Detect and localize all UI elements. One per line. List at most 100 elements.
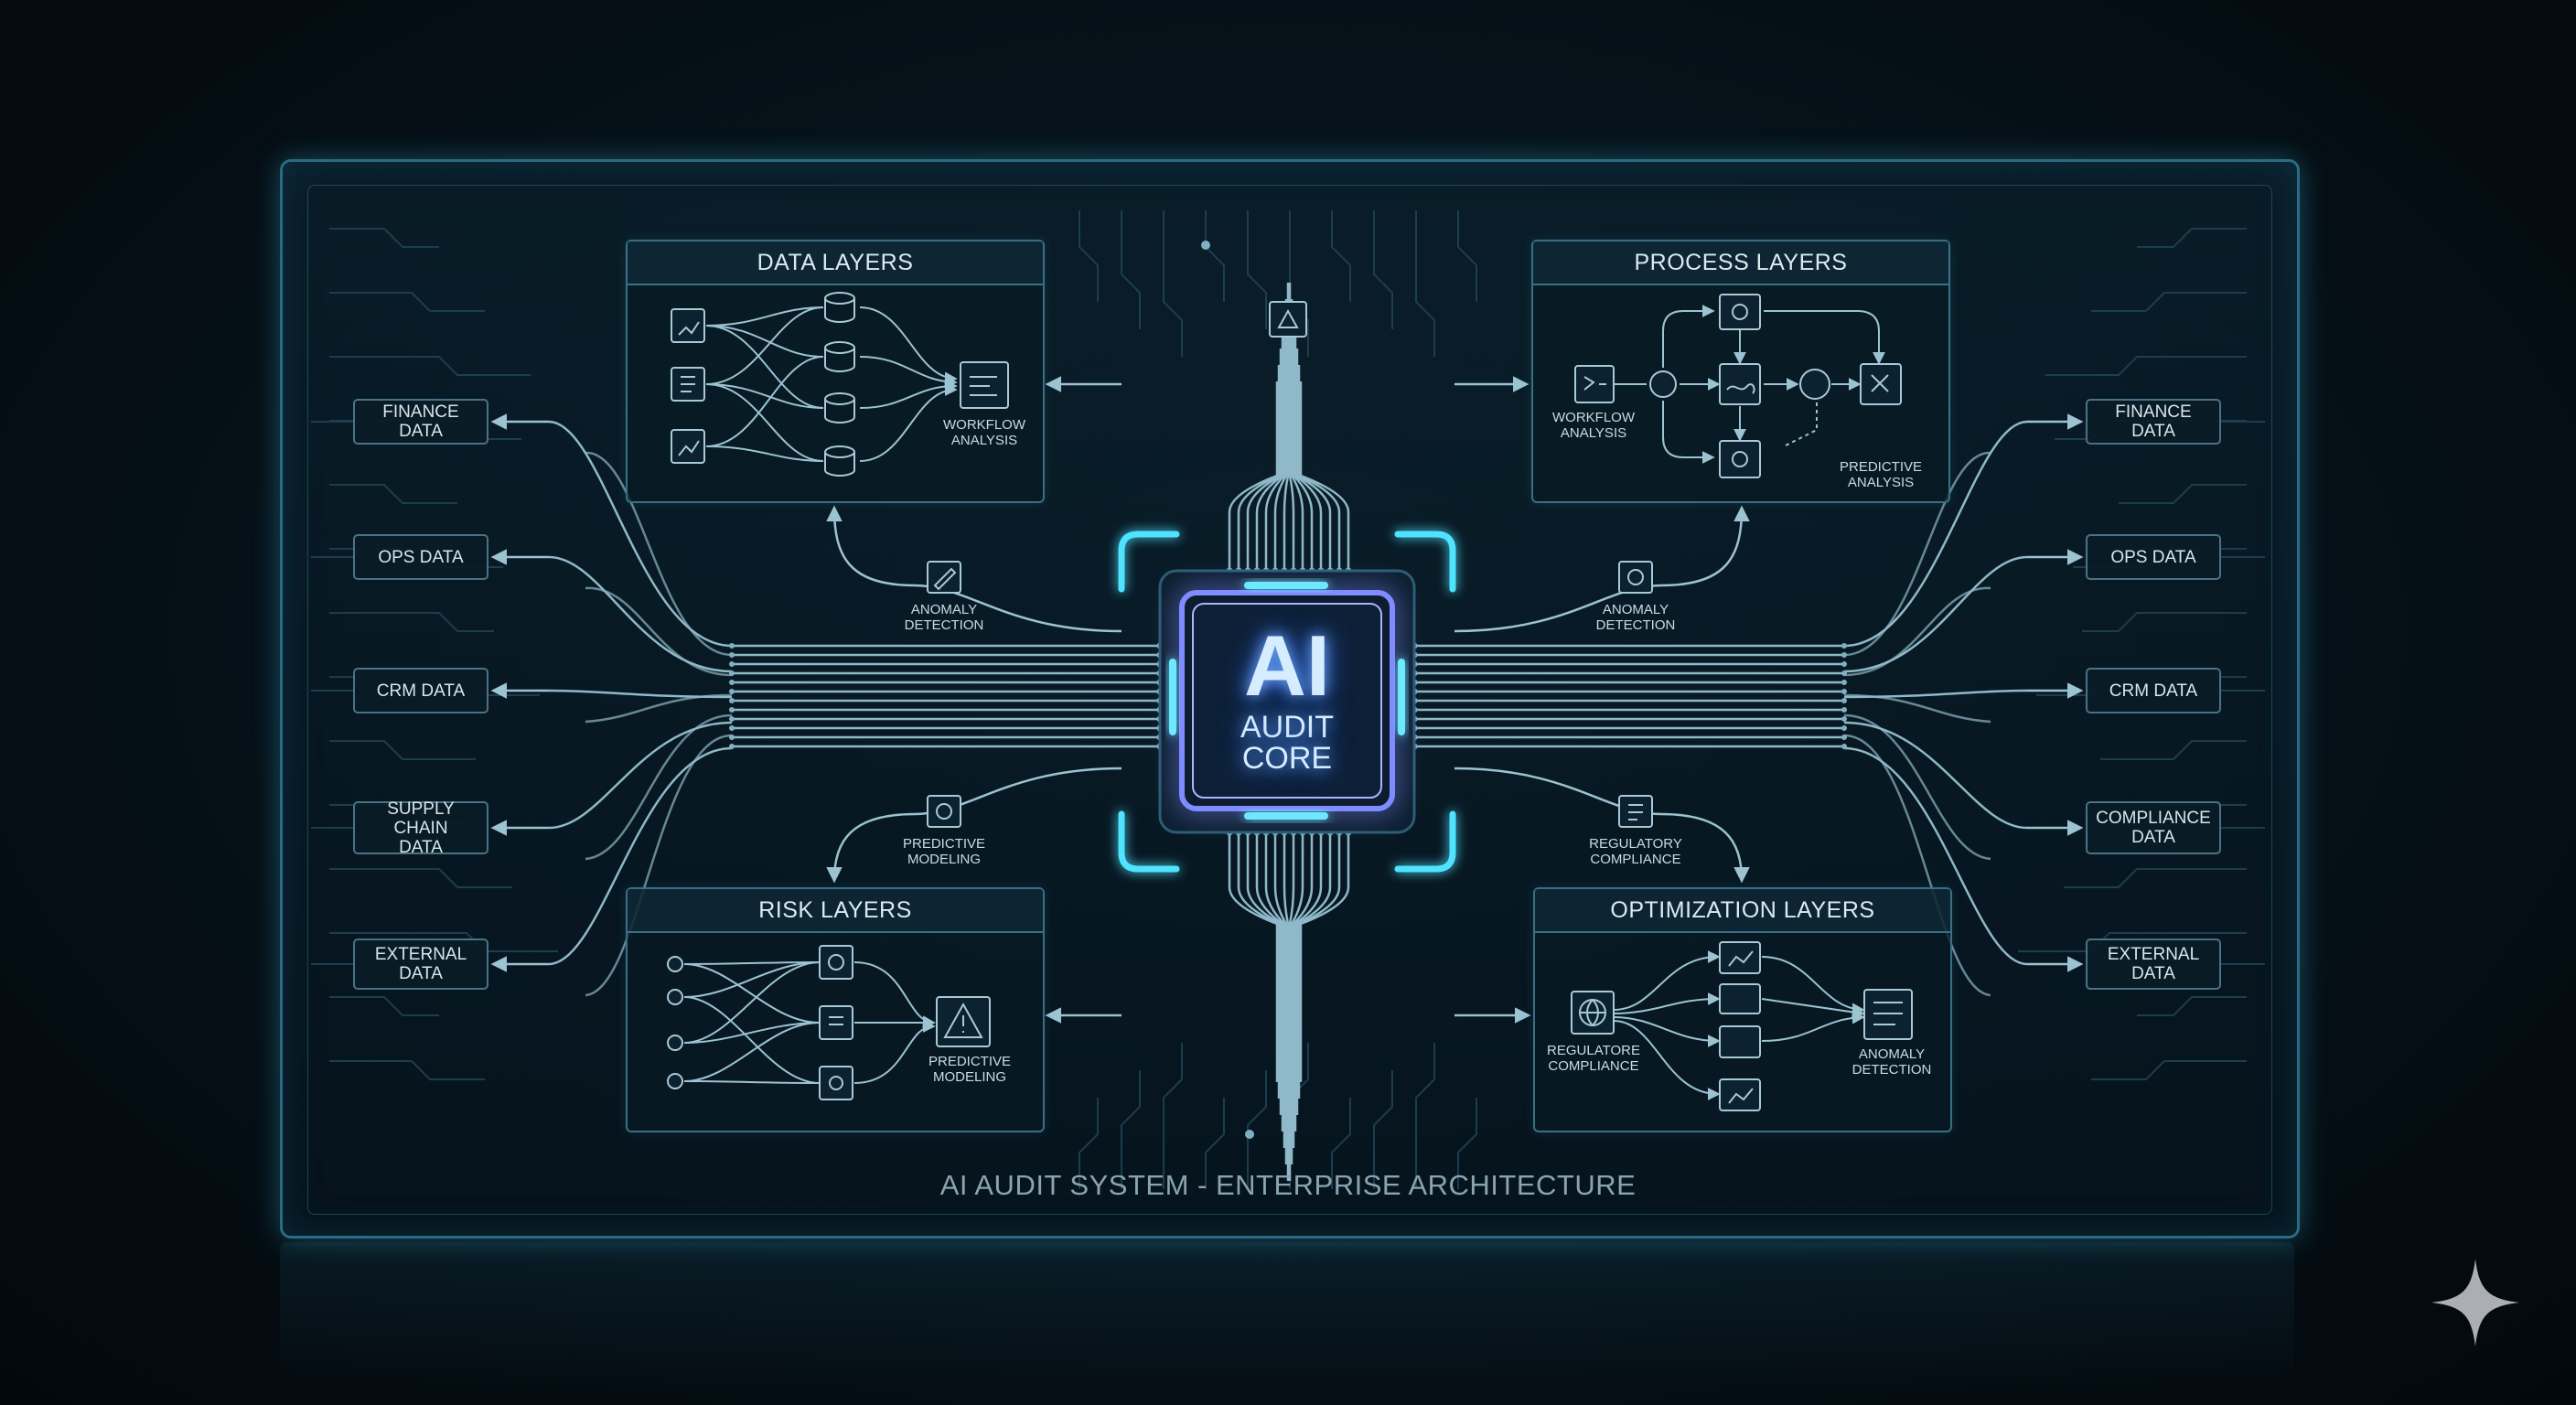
workflow-icon — [1574, 365, 1615, 403]
circuit-trace — [1255, 832, 1284, 1132]
circuit-trace — [1454, 767, 1750, 884]
circuit-trace — [1331, 210, 1351, 302]
checklist-icon — [819, 1005, 853, 1040]
circuit-node — [729, 652, 735, 658]
chart-icon — [1719, 1078, 1761, 1111]
circuit-node — [1841, 744, 1847, 749]
circuit-trace — [1255, 332, 1284, 571]
left-source-finance-data: FINANCE DATA — [353, 399, 488, 445]
circuit-trace — [1843, 451, 1991, 657]
circuit-trace — [1264, 832, 1286, 1148]
chart-icon — [671, 308, 705, 343]
circuit-trace — [1457, 210, 1477, 302]
process-flow-lines — [1614, 305, 1885, 464]
circuit-trace — [1273, 299, 1288, 571]
circuit-node — [1245, 1130, 1254, 1139]
left-source-crm-data: CRM DATA — [353, 668, 488, 713]
board-reflection — [280, 1242, 2294, 1389]
right-source-crm-data: CRM DATA — [2086, 668, 2221, 713]
circuit-node — [1841, 680, 1847, 685]
circuit-trace — [1288, 283, 1295, 571]
circuit-trace — [2100, 740, 2247, 760]
circuit-trace — [548, 555, 733, 673]
circuit-node — [1841, 643, 1847, 649]
circuit-trace — [2119, 484, 2247, 504]
circuit-trace — [548, 721, 733, 830]
database-icon — [824, 292, 855, 323]
circuit-trace — [1843, 721, 2028, 830]
circuit-trace — [329, 1060, 485, 1080]
footer-title: AI AUDIT SYSTEM - ENTERPRISE ARCHITECTUR… — [939, 1169, 1637, 1201]
gear-icon — [1719, 294, 1761, 330]
circuit-trace — [2137, 996, 2247, 1016]
circuit-node — [729, 689, 735, 694]
gear-icon — [1719, 1025, 1761, 1058]
circuit-trace — [1843, 586, 1991, 677]
circuit-trace — [1295, 832, 1332, 1115]
circuit-node — [1841, 716, 1847, 722]
right-source-ops-data: OPS DATA — [2086, 534, 2221, 580]
circuit-trace — [548, 746, 733, 966]
database-icon — [824, 445, 855, 477]
circuit-trace — [1163, 1043, 1183, 1189]
circuit-trace — [1454, 505, 1750, 633]
data-layers-title: DATA LAYERS — [628, 241, 1043, 285]
circuit-trace — [826, 505, 1122, 633]
workflow-icon — [1719, 363, 1761, 405]
core-subtitle-core: CORE — [1241, 741, 1333, 776]
circuit-trace — [1843, 734, 1991, 997]
circuit-trace — [329, 228, 439, 248]
circuit-trace — [1843, 693, 1991, 724]
circuit-trace — [1292, 316, 1314, 571]
circuit-trace — [1264, 316, 1286, 571]
circuit-trace — [1843, 555, 2028, 673]
core-title: AI — [1244, 617, 1330, 713]
circuit-trace — [1292, 832, 1314, 1148]
circuit-node — [729, 661, 735, 667]
circuit-trace — [329, 356, 531, 376]
circuit-trace — [1415, 1043, 1435, 1189]
circuit-trace — [1273, 832, 1288, 1164]
gear-icon — [1649, 370, 1677, 398]
circuit-node — [1841, 735, 1847, 740]
circuit-trace — [329, 996, 439, 1016]
circuit-node — [729, 698, 735, 703]
circuit-trace — [1373, 1070, 1393, 1189]
circuit-node — [729, 744, 735, 749]
circuit-trace — [2082, 612, 2247, 632]
circuit-trace — [585, 734, 733, 997]
circuit-trace — [2045, 356, 2247, 376]
circuit-trace — [329, 740, 476, 760]
circuit-trace — [1299, 381, 1350, 571]
circuit-trace — [585, 693, 733, 724]
database-icon — [824, 392, 855, 424]
core-subtitle-audit: AUDIT — [1240, 710, 1334, 745]
circuit-trace — [826, 767, 1122, 884]
circuit-trace — [1299, 832, 1350, 1082]
document-icon — [1719, 983, 1761, 1014]
risk-layers-title: RISK LAYERS — [628, 889, 1043, 933]
circuit-node — [729, 725, 735, 731]
gear-icon — [819, 1066, 853, 1100]
circuit-trace — [1293, 332, 1323, 571]
circuit-node — [1841, 670, 1847, 676]
circuit-trace — [1288, 832, 1295, 1181]
circuit-trace — [329, 868, 512, 888]
gear-icon — [927, 795, 961, 828]
circuit-trace — [1283, 283, 1290, 571]
circuit-trace — [1079, 210, 1099, 302]
circuit-trace — [1290, 299, 1304, 571]
circuit-trace — [1843, 713, 1991, 861]
database-icons — [678, 292, 997, 477]
circuit-trace — [585, 713, 733, 861]
circuit-node — [1841, 689, 1847, 694]
sparkle-icon — [2431, 1259, 2519, 1346]
